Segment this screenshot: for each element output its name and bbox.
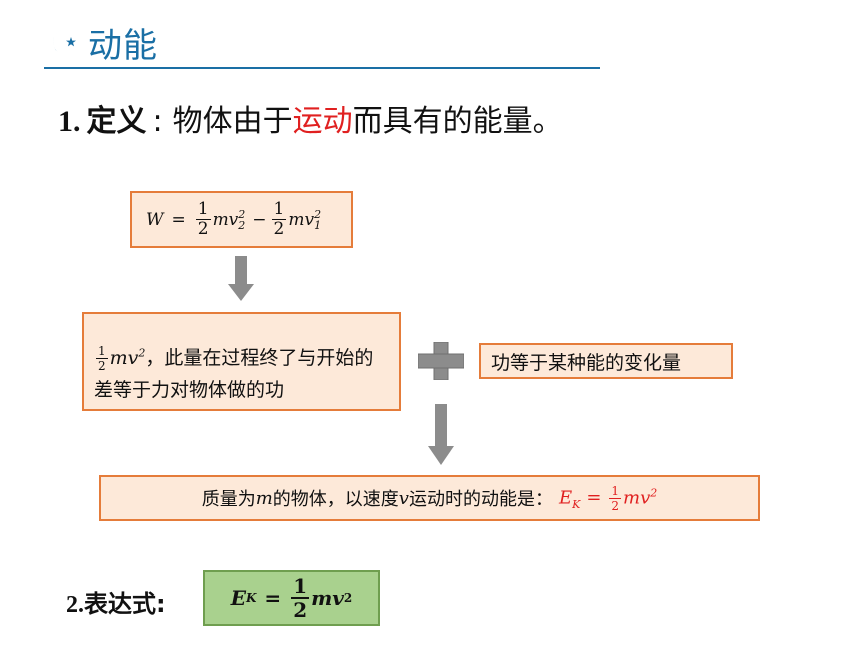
crescent-star-icon bbox=[52, 29, 76, 55]
conclusion-var-v: v bbox=[398, 487, 409, 509]
definition-number: 1. bbox=[58, 105, 81, 138]
expression-term: mv bbox=[311, 586, 344, 610]
title-divider bbox=[44, 67, 600, 69]
conclusion-text-c: 运动时的动能是： bbox=[408, 489, 553, 510]
expression-label-text: 表达式: bbox=[84, 590, 166, 618]
conclusion-var-m: m bbox=[255, 487, 273, 509]
down-arrow-icon bbox=[228, 256, 254, 301]
note-text: ，此量在过程终了与开始的差等于力对物体做的功 bbox=[94, 347, 374, 402]
definition-line: 1. 定义 : 物体由于运动而具有的能量。 bbox=[58, 96, 563, 140]
expression-number: 2. bbox=[66, 592, 84, 618]
slide-title-row: 动能 bbox=[44, 18, 158, 66]
expression-sub: K bbox=[245, 591, 257, 605]
definition-text-after: 而具有的能量。 bbox=[352, 104, 563, 139]
expression-eq: = bbox=[264, 586, 282, 610]
definition-colon: : bbox=[152, 104, 163, 139]
work-term-2: mv bbox=[288, 209, 315, 230]
work-term-1: mv bbox=[212, 209, 239, 230]
definition-highlight: 运动 bbox=[292, 104, 353, 139]
note-term: mv bbox=[109, 347, 139, 369]
page-title: 动能 bbox=[88, 25, 158, 66]
definition-label: 定义 bbox=[86, 104, 147, 139]
note-sup: 2 bbox=[138, 346, 146, 360]
work-energy-text: 功等于某种能的变化量 bbox=[491, 351, 682, 374]
work-equals: = bbox=[171, 209, 186, 230]
work-lhs: W bbox=[146, 209, 164, 230]
expression-lhs: E bbox=[230, 586, 246, 610]
definition-text-before: 物体由于 bbox=[172, 104, 293, 139]
work-energy-box: 功等于某种能的变化量 bbox=[479, 343, 733, 379]
plus-icon bbox=[418, 342, 464, 380]
conclusion-text-b: 的物体，以速度 bbox=[272, 489, 399, 510]
work-minus: − bbox=[252, 209, 267, 230]
expression-label: 2.表达式: bbox=[66, 584, 166, 619]
down-arrow-icon bbox=[428, 404, 454, 465]
conclusion-text-a: 质量为 bbox=[201, 489, 256, 510]
expression-sup: 2 bbox=[343, 591, 353, 605]
